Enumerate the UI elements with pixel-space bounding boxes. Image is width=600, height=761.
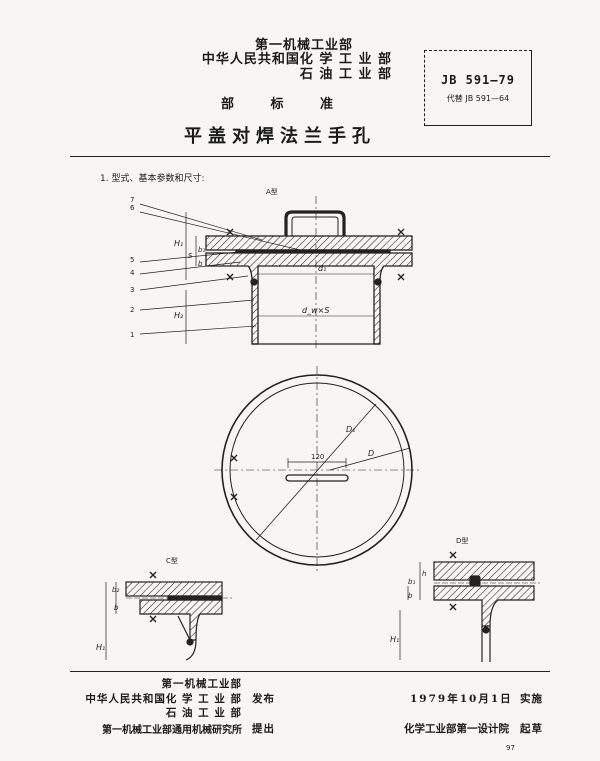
leader-7: 7 [130,196,134,204]
standard-code: JB 591—79 [440,73,516,87]
nozzle-right-wall [373,281,381,345]
leader-5: 5 [130,256,134,264]
header-rule [70,156,550,157]
dim-d1-plan: D₁ [346,425,355,434]
type-d-label: D型 [456,536,468,545]
replaces-code: 代替 JB 591—64 [446,94,510,103]
footer-issuer-1: 第一机械工业部 [161,678,242,690]
dim-h1: H₁ [174,239,183,248]
footer-issuer-3: 石 油 工 业 部 [165,707,242,719]
dim-b-c: b [114,604,119,612]
dim-h-d: h [422,570,426,578]
section-heading: 1. 型式、基本参数和尺寸: [100,174,205,184]
dim-d1: d₁ [318,264,326,273]
drafting-org: 化学工业部第一设计院 [404,723,509,735]
footer-propose: 提出 [252,723,275,735]
standard-kind: 部 标 准 [220,97,350,112]
footer-issuer-2: 中华人民共和国化 学 工 业 部 [85,693,242,705]
footer-publish: 发布 [252,693,275,705]
dim-b2-c: b₂ [112,586,119,594]
dim-120: 120 [311,453,324,461]
weld-left [250,278,258,286]
dim-h2: H₂ [174,311,184,320]
footer-institute: 第一机械工业部通用机械研究所 [102,725,242,736]
type-a-label: A型 [266,187,278,196]
dim-b-d: b [408,592,413,600]
footer-rule [70,671,550,672]
implementation-date: 1979年10月1日 [410,693,513,705]
dim-s: S [188,252,193,260]
dim-h1-c: H₁ [96,643,105,652]
dim-h1-d: H₁ [390,635,399,644]
page-number: 97 [506,744,515,752]
type-a-section-view [139,196,413,350]
dim-b1-d: b₁ [408,578,415,586]
dim-b1: b₁ [198,246,205,254]
nozzle-left-wall [251,281,259,345]
handle [284,210,346,236]
weld-neck-flange [205,252,413,283]
issuer-line-1: 第一机械工业部 [254,38,353,53]
cover-plate [205,235,413,251]
leader-6: 6 [130,204,135,212]
standard-code-box: JB 591—79 代替 JB 591—64 [424,50,532,126]
issuer-line-2: 中华人民共和国化 学 工 业 部 [201,52,392,67]
leader-4: 4 [130,269,135,277]
footer-implement: 实施 [520,693,543,705]
leader-3: 3 [130,286,134,294]
leader-1: 1 [130,331,134,339]
bolt-mark [226,228,405,281]
plan-view [214,366,420,574]
type-d-detail-view [399,551,540,662]
dim-b: b [198,260,203,268]
handle-top-view [285,474,349,482]
issuer-line-3: 石 油 工 业 部 [299,67,392,82]
leader-2: 2 [130,306,134,314]
type-c-detail-view [105,571,232,661]
dim-d: D [368,449,374,458]
page-title: 平盖对焊法兰手孔 [184,126,376,147]
type-c-label: C型 [166,556,178,565]
footer-draft: 起草 [520,723,543,735]
dim-dw-s: d_w×S [302,306,329,315]
weld-right [374,278,382,286]
